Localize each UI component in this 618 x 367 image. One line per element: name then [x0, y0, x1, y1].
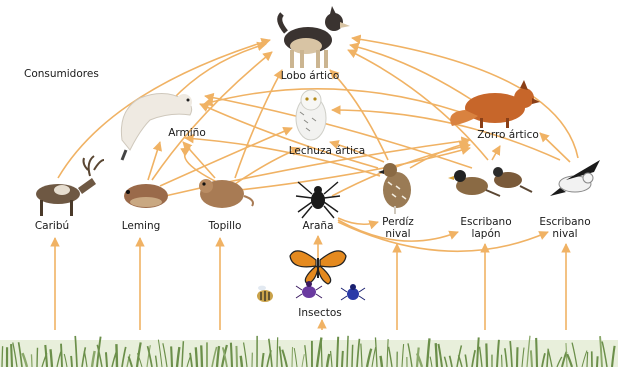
grass-blade	[531, 350, 532, 367]
grass-blade	[196, 347, 197, 367]
grass-blade	[292, 347, 293, 367]
spider-icon	[296, 182, 340, 218]
consumers-title: Consumidores	[24, 68, 99, 80]
arrow-zorro-armino	[204, 89, 460, 112]
label-topillo: Topillo	[192, 220, 258, 232]
grass-blade	[536, 338, 537, 367]
grass-blade	[201, 345, 202, 367]
grass-blade	[337, 337, 338, 367]
beetle-icon	[341, 284, 365, 300]
label-armino: Armiño	[155, 127, 219, 139]
grass-blade	[236, 346, 237, 367]
grass-blade	[61, 344, 62, 367]
grass-blade	[342, 351, 343, 367]
grass-blade	[106, 352, 107, 367]
arrow-lapon-zorro	[492, 146, 500, 160]
label-lechuza: Lechuza ártica	[275, 145, 379, 157]
arrow-leming-lobo	[152, 52, 272, 180]
bee-icon	[257, 286, 273, 302]
grass-blade	[71, 356, 72, 367]
wolf-icon	[280, 6, 350, 68]
arrow-topillo-lobo	[235, 70, 282, 178]
vole-icon	[199, 179, 253, 208]
arrow-leming-armino	[148, 142, 160, 180]
grass-blade	[436, 343, 437, 367]
grass-blade	[597, 356, 598, 367]
beetle-icon	[296, 281, 322, 298]
grass-blade	[321, 339, 322, 367]
grass-blade	[277, 337, 278, 367]
grass-blade	[116, 344, 117, 367]
grass-blade	[587, 352, 588, 367]
label-arana: Araña	[290, 220, 346, 232]
grass-blade	[51, 349, 52, 367]
grass-blade	[2, 346, 3, 367]
label-escribano-lapon: Escribano lapón	[454, 216, 518, 240]
label-insectos: Insectos	[282, 307, 358, 319]
grass-blade	[352, 345, 353, 367]
fox-icon	[450, 80, 540, 128]
snow-bunting-icon	[550, 160, 600, 196]
label-caribu: Caribú	[20, 220, 84, 232]
grass-blade	[171, 346, 172, 367]
ptarmigan-icon	[378, 163, 411, 214]
label-lobo: Lobo ártico	[270, 70, 350, 82]
lemming-icon	[124, 184, 168, 208]
grass-blade	[11, 344, 12, 367]
grass-blade	[486, 343, 487, 367]
grass-blade	[381, 356, 382, 367]
grass-blade	[231, 343, 232, 367]
label-perdiz: Perdíz nival	[378, 216, 418, 240]
label-zorro: Zorro ártico	[464, 129, 552, 141]
label-escribano-nival: Escribano nival	[532, 216, 598, 240]
owl-icon	[296, 90, 326, 140]
grass-blade	[37, 348, 38, 367]
grass-blade	[31, 354, 32, 367]
grass-blade	[241, 356, 242, 367]
caribou-icon	[36, 156, 104, 216]
lapland-bunting-icon	[448, 167, 532, 196]
label-leming: Leming	[108, 220, 174, 232]
